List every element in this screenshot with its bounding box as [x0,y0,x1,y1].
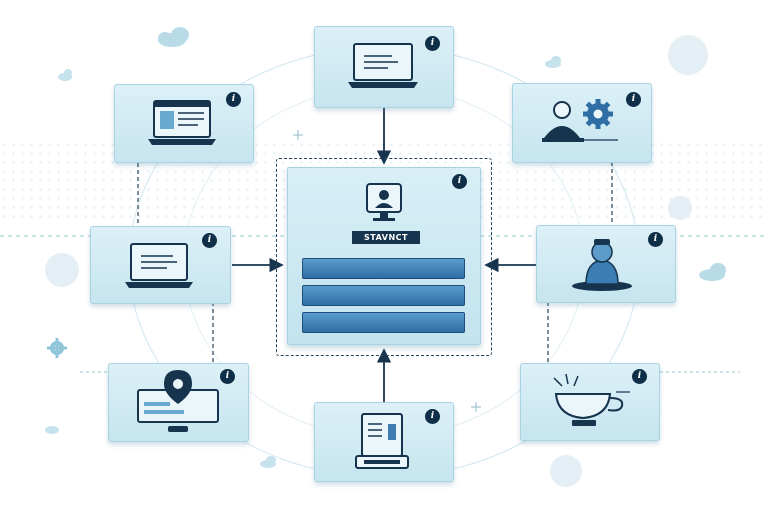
document-terminal-icon [355,413,409,469]
cloud-icon [699,263,726,281]
node-info-badge[interactable]: i [425,36,440,51]
cloud-icon [260,456,276,468]
node-info-badge[interactable]: i [626,92,641,107]
node-info-badge[interactable]: i [202,233,217,248]
hub-data-bar [302,285,465,306]
laptop-icon [348,43,418,88]
hub-data-bar [302,258,465,279]
cloud-icon [45,426,59,434]
coffee-cup-icon [553,373,630,426]
user-bust-icon [572,239,632,291]
hub-label: STAVNCT [352,231,420,244]
cloud-icon [58,69,72,81]
hub-dashed-frame [276,158,492,356]
node-info-badge[interactable]: i [648,232,663,247]
gear-icon [47,338,67,358]
user-gear-icon [542,99,618,142]
hub-info-badge[interactable]: i [452,174,467,189]
monitor-user-icon [366,183,402,221]
cloud-icon [545,56,561,68]
laptop-icon [125,243,193,288]
striped-circle-decor [45,35,708,487]
browser-window-laptop-icon [148,100,216,145]
node-info-badge[interactable]: i [226,92,241,107]
cloud-icon [158,27,189,47]
monitor-location-icon [137,370,219,432]
sparkle-icon [293,130,481,412]
hub-data-bar [302,312,465,333]
node-info-badge[interactable]: i [220,369,235,384]
node-info-badge[interactable]: i [632,369,647,384]
node-info-badge[interactable]: i [425,409,440,424]
